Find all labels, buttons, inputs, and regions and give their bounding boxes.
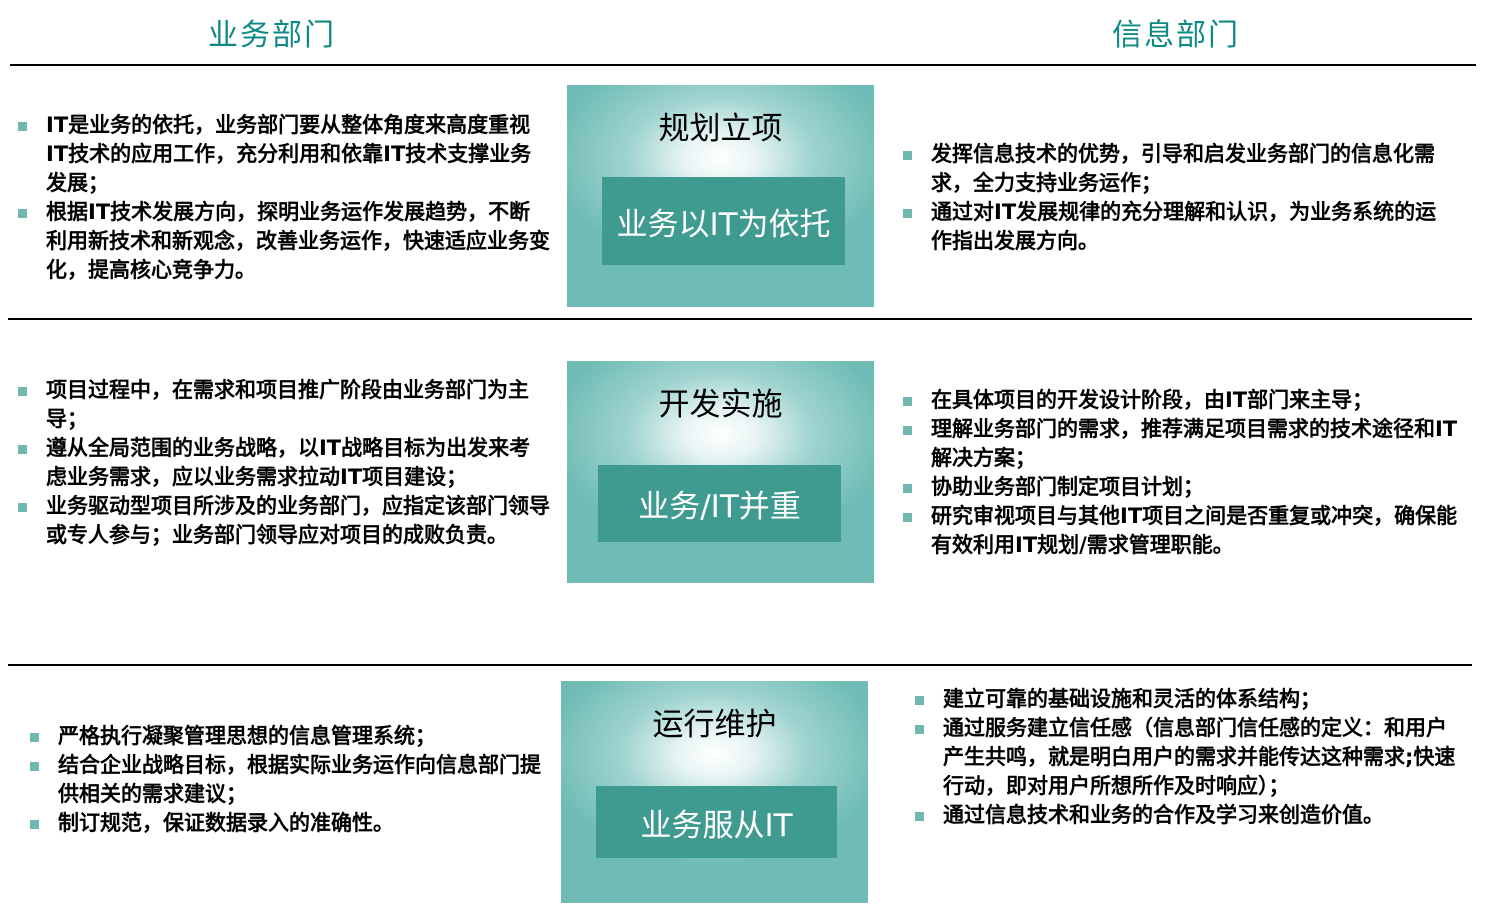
stage1-box: 规划立项 业务以IT为依托: [567, 85, 874, 307]
bullet-square-icon: [18, 387, 27, 396]
stage2-label: 业务/IT并重: [598, 465, 841, 542]
bullet-square-icon: [18, 209, 27, 218]
list-item: 根据IT技术发展方向，探明业务运作发展趋势，不断利用新技术和新观念，改善业务运作…: [18, 198, 550, 285]
bullet-square-icon: [30, 820, 39, 829]
bullet-square-icon: [18, 503, 27, 512]
bullet-square-icon: [915, 812, 924, 821]
stage1-it-list: 发挥信息技术的优势，引导和启发业务部门的信息化需求，全力支持业务运作； 通过对I…: [903, 140, 1453, 256]
stage1-label: 业务以IT为依托: [602, 177, 845, 265]
bullet-square-icon: [903, 426, 912, 435]
bullet-square-icon: [18, 122, 27, 131]
list-item: 建立可靠的基础设施和灵活的体系结构；: [915, 685, 1465, 714]
stage1-title: 规划立项: [658, 111, 783, 147]
bullet-square-icon: [903, 151, 912, 160]
divider-middle-1: [8, 318, 1472, 320]
list-item: 协助业务部门制定项目计划；: [903, 473, 1463, 502]
stage3-label: 业务服从IT: [596, 786, 837, 858]
list-item: 严格执行凝聚管理思想的信息管理系统；: [30, 722, 560, 751]
bullet-square-icon: [915, 696, 924, 705]
header-it-dept: 信息部门: [1112, 18, 1240, 53]
stage2-it-list: 在具体项目的开发设计阶段，由IT部门来主导； 理解业务部门的需求，推荐满足项目需…: [903, 386, 1463, 560]
list-item: 研究审视项目与其他IT项目之间是否重复或冲突，确保能有效利用IT规划/需求管理职…: [903, 502, 1463, 560]
stage2-title: 开发实施: [658, 387, 783, 423]
bullet-square-icon: [903, 209, 912, 218]
header-business-dept: 业务部门: [208, 18, 336, 53]
list-item: 通过对IT发展规律的充分理解和认识，为业务系统的运作指出发展方向。: [903, 198, 1453, 256]
bullet-square-icon: [30, 733, 39, 742]
bullet-square-icon: [903, 484, 912, 493]
list-item: 通过信息技术和业务的合作及学习来创造价值。: [915, 801, 1465, 830]
stage3-it-list: 建立可靠的基础设施和灵活的体系结构； 通过服务建立信任感（信息部门信任感的定义：…: [915, 685, 1465, 830]
list-item: IT是业务的依托，业务部门要从整体角度来高度重视IT技术的应用工作，充分利用和依…: [18, 111, 550, 198]
list-item: 结合企业战略目标，根据实际业务运作向信息部门提供相关的需求建议；: [30, 751, 560, 809]
stage2-business-list: 项目过程中，在需求和项目推广阶段由业务部门为主导； 遵从全局范围的业务战略，以I…: [18, 376, 550, 550]
bullet-square-icon: [903, 513, 912, 522]
list-item: 遵从全局范围的业务战略，以IT战略目标为出发来考虑业务需求，应以业务需求拉动IT…: [18, 434, 550, 492]
stage3-box: 运行维护 业务服从IT: [561, 681, 868, 903]
list-item: 业务驱动型项目所涉及的业务部门，应指定该部门领导或专人参与；业务部门领导应对项目…: [18, 492, 550, 550]
bullet-square-icon: [30, 762, 39, 771]
list-item: 制订规范，保证数据录入的准确性。: [30, 809, 560, 838]
stage1-business-list: IT是业务的依托，业务部门要从整体角度来高度重视IT技术的应用工作，充分利用和依…: [18, 111, 550, 285]
bullet-square-icon: [915, 725, 924, 734]
stage2-box: 开发实施 业务/IT并重: [567, 361, 874, 583]
stage3-title: 运行维护: [652, 707, 777, 743]
list-item: 通过服务建立信任感（信息部门信任感的定义：和用户产生共鸣，就是明白用户的需求并能…: [915, 714, 1465, 801]
stage3-business-list: 严格执行凝聚管理思想的信息管理系统； 结合企业战略目标，根据实际业务运作向信息部…: [30, 722, 560, 838]
list-item: 发挥信息技术的优势，引导和启发业务部门的信息化需求，全力支持业务运作；: [903, 140, 1453, 198]
list-item: 项目过程中，在需求和项目推广阶段由业务部门为主导；: [18, 376, 550, 434]
bullet-square-icon: [18, 445, 27, 454]
bullet-square-icon: [903, 397, 912, 406]
divider-middle-2: [8, 664, 1472, 666]
list-item: 在具体项目的开发设计阶段，由IT部门来主导；: [903, 386, 1463, 415]
list-item: 理解业务部门的需求，推荐满足项目需求的技术途径和IT解决方案；: [903, 415, 1463, 473]
divider-top: [10, 64, 1476, 66]
